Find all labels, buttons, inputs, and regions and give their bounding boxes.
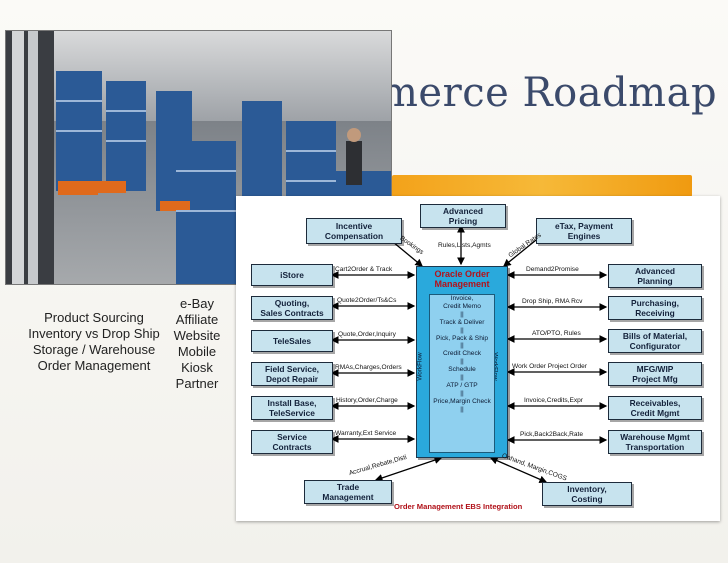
label-rmas: RMAs,Charges,Orders [335,364,402,371]
center-process-list: Invoice, Credit Memo || Track & Deliver … [429,294,495,453]
advanced-pricing-box: Advanced Pricing [420,204,506,228]
incentive-compensation-box: Incentive Compensation [306,218,402,244]
label-dropship: Drop Ship, RMA Rcv [522,298,583,305]
integration-diagram: Advanced Pricing Incentive Compensation … [236,196,720,521]
diagram-arrows [330,224,608,483]
notes-list: Product Sourcing Inventory vs Drop Ship … [24,310,164,374]
center-title: Oracle Order Management [434,269,490,289]
label-demand2promise: Demand2Promise [526,266,579,273]
accent-stripe [392,175,692,197]
service-contracts-box: Service Contracts [251,430,333,454]
label-cart2order: Cart2Order & Track [335,266,393,273]
channel-item: Partner [175,376,219,391]
label-invoice-credits: Invoice,Credits,Expr [524,397,583,404]
note-item: Order Management [37,358,151,373]
label-history: History,Order,Charge [336,397,398,404]
arrow [374,456,443,482]
advanced-planning-box: Advanced Planning [608,264,702,288]
label-rules: Rules,Lists,Agmts [438,242,491,249]
install-base-box: Install Base, TeleService [251,396,333,420]
slide-title: merce Roadmap [380,70,718,116]
etax-payment-box: eTax, Payment Engines [536,218,632,244]
inventory-costing-box: Inventory, Costing [542,482,632,506]
bills-of-material-box: Bills of Material, Configurator [608,329,702,353]
note-item: Storage / Warehouse [32,342,156,357]
arrow [489,457,548,483]
channel-item: Affiliate [175,312,219,327]
label-quote2order: Quote2Order/Ts&Cs [337,297,397,304]
istore-box: iStore [251,264,333,286]
channels-list: e-Bay Affiliate Website Mobile Kiosk Par… [166,296,228,392]
workflow-label-left: WorkFlow [416,352,424,381]
note-item: Product Sourcing [44,310,144,325]
channel-item: Kiosk [181,360,213,375]
warehouse-mgmt-box: Warehouse Mgmt Transportation [608,430,702,454]
channel-item: Website [173,328,221,343]
label-work-order: Work Order Project Order [512,363,587,370]
telesales-box: TeleSales [251,330,333,352]
label-pick-back: Pick,Back2Back,Rate [520,431,584,438]
oracle-order-management-box: Oracle Order Management WorkFlow WorkFlo… [416,266,508,458]
quoting-box: Quoting, Sales Contracts [251,296,333,320]
label-ato: ATO/PTO, Rules [532,330,581,337]
field-service-box: Field Service, Depot Repair [251,362,333,386]
trade-management-box: Trade Management [304,480,392,504]
diagram-caption: Order Management EBS Integration [394,502,523,511]
receivables-box: Receivables, Credit Mgmt [608,396,702,420]
channel-item: e-Bay [180,296,214,311]
label-quote-order-inquiry: Quote,Order,Inquiry [338,331,396,338]
purchasing-box: Purchasing, Receiving [608,296,702,320]
label-warranty: Warranty,Ext Service [335,430,397,437]
mfg-wip-box: MFG/WIP Project Mfg [608,362,702,386]
channel-item: Mobile [177,344,217,359]
note-item: Inventory vs Drop Ship [28,326,160,341]
